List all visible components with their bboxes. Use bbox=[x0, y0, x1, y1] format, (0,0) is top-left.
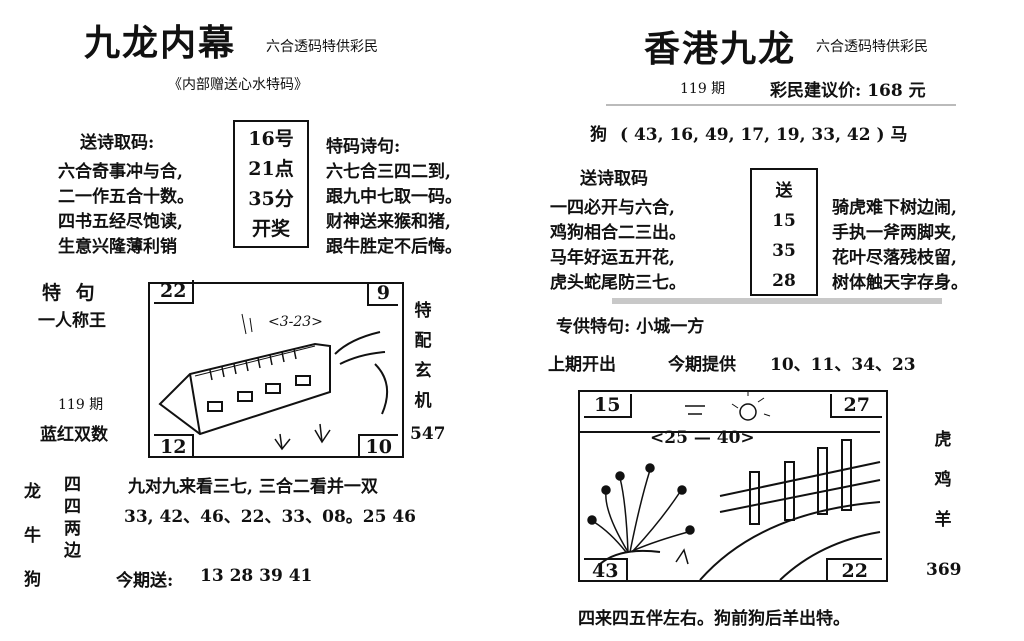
count-char: 四 bbox=[64, 475, 81, 495]
left-poem-line: 二一作五合十数。 bbox=[58, 187, 194, 207]
side-char: 特 bbox=[414, 301, 432, 321]
left-sketch: 22 9 12 10 <3-23> bbox=[148, 280, 404, 458]
right-dog-label: 狗 bbox=[590, 125, 607, 145]
left-special-poem: 六七合三四二到, 跟九中七取一码。 财神送来猴和猪, 跟牛胜定不后悔。 bbox=[326, 160, 462, 260]
right-poem2-line: 花叶尽落残枝留, bbox=[832, 248, 957, 268]
side-char: 玄 bbox=[414, 361, 432, 381]
right-send-box bbox=[750, 168, 818, 296]
draw-label: 开奖 bbox=[251, 218, 290, 240]
send-num: 35 bbox=[772, 241, 796, 261]
send-label: 送 bbox=[775, 181, 793, 201]
left-today-nums: 13 28 39 41 bbox=[200, 566, 313, 586]
zodiac: 虎 bbox=[934, 430, 952, 450]
left-today-label: 今期送: bbox=[116, 571, 174, 591]
right-poem: 一四必开与六合, 鸡狗相合二三出。 马年好运五开花, 虎头蛇尾防三七。 bbox=[550, 196, 686, 296]
send-num: 15 bbox=[772, 211, 796, 231]
left-inner-note: 《内部赠送心水特码》 bbox=[168, 77, 308, 93]
zodiac: 龙 bbox=[24, 482, 41, 502]
left-line1: 九对九来看三七, 三合二看并一双 bbox=[128, 477, 378, 497]
right-dog-nums: ( 43, 16, 49, 17, 19, 33, 42 ) 马 bbox=[620, 125, 908, 145]
left-poem-head: 送诗取码: bbox=[80, 133, 155, 153]
left-special-line: 跟牛胜定不后悔。 bbox=[326, 237, 462, 257]
left-side-vertical: 特 配 玄 机 bbox=[408, 296, 438, 416]
left-special-line: 财神送来猴和猪, bbox=[326, 212, 451, 232]
left-special-line: 六七合三四二到, bbox=[326, 162, 451, 182]
right-poem2: 骑虎难下树边闹, 手执一斧两脚夹, 花叶尽落残枝留, 树体触天字存身。 bbox=[832, 196, 968, 296]
left-color-pair: 蓝红双数 bbox=[40, 425, 108, 445]
right-footer: 四来四五伴左右。狗前狗后羊出特。 bbox=[578, 609, 850, 629]
draw-day: 16号 bbox=[248, 128, 294, 150]
sketch-corner-br: 10 bbox=[357, 434, 398, 458]
right-poem-line: 鸡狗相合二三出。 bbox=[550, 223, 686, 243]
right-title: 香港九龙 bbox=[644, 28, 797, 70]
left-special-head: 特码诗句: bbox=[326, 137, 401, 157]
smudge bbox=[612, 298, 942, 304]
right-poem-line: 一四必开与六合, bbox=[550, 198, 675, 218]
left-poem-line: 生意兴隆薄利销 bbox=[58, 237, 177, 257]
left-side-num: 547 bbox=[410, 424, 446, 444]
right-poem2-line: 手执一斧两脚夹, bbox=[832, 223, 957, 243]
left-poem-line: 六合奇事冲与合, bbox=[58, 162, 183, 182]
right-issue: 119 期 bbox=[680, 81, 726, 97]
right-price: 彩民建议价: 168 元 bbox=[770, 81, 926, 101]
left-subtitle: 六合透码特供彩民 bbox=[266, 39, 378, 55]
right-poem-line: 虎头蛇尾防三七。 bbox=[550, 273, 686, 293]
left-issue: 119 期 bbox=[58, 397, 104, 413]
right-send-text: 送 15 35 28 bbox=[752, 176, 816, 296]
right-this-label: 今期提供 bbox=[668, 355, 736, 375]
count-char: 两 bbox=[64, 519, 81, 539]
draw-hour: 21点 bbox=[248, 158, 294, 180]
right-sketch: 15 27 43 22 <25 — 40> bbox=[578, 390, 888, 582]
side-char: 配 bbox=[414, 331, 432, 351]
sketch-corner-bl: 12 bbox=[154, 434, 195, 458]
sketch-corner-tr: 9 bbox=[366, 282, 398, 306]
left-title: 九龙内幕 bbox=[84, 22, 237, 64]
side-char: 机 bbox=[414, 391, 432, 411]
left-phrase: 一人称王 bbox=[38, 311, 106, 331]
count-char: 边 bbox=[64, 541, 81, 561]
left-draw-time-box bbox=[233, 120, 309, 248]
right-this-nums: 10、11、34、23 bbox=[770, 355, 916, 375]
left-line2: 33, 42、46、22、33、08。25 46 bbox=[124, 507, 417, 527]
zodiac: 鸡 bbox=[934, 470, 952, 490]
count-char: 四 bbox=[64, 497, 81, 517]
right-special-phrase: 专供特句: 小城一方 bbox=[556, 317, 705, 337]
left-poem: 六合奇事冲与合, 二一作五合十数。 四书五经尽饱读, 生意兴隆薄利销 bbox=[58, 160, 194, 260]
sketch-corner-tr: 27 bbox=[829, 394, 882, 418]
right-last-label: 上期开出 bbox=[548, 355, 616, 375]
sketch-corner-br: 22 bbox=[825, 558, 882, 582]
right-side-num: 369 bbox=[926, 560, 962, 580]
left-count-col: 四 四 两 边 bbox=[64, 474, 81, 562]
right-subtitle: 六合透码特供彩民 bbox=[816, 39, 928, 55]
right-poem-head: 送诗取码 bbox=[580, 169, 648, 189]
draw-minute: 35分 bbox=[248, 188, 294, 210]
zodiac: 羊 bbox=[934, 510, 952, 530]
left-zodiac-col: 龙 牛 狗 bbox=[24, 470, 41, 602]
right-poem2-line: 树体触天字存身。 bbox=[832, 273, 968, 293]
left-draw-time-text: 16号 21点 35分 开奖 bbox=[233, 124, 309, 244]
right-poem2-line: 骑虎难下树边闹, bbox=[832, 198, 957, 218]
divider bbox=[606, 104, 956, 106]
left-poem-line: 四书五经尽饱读, bbox=[58, 212, 183, 232]
zodiac: 狗 bbox=[24, 570, 41, 590]
fence-drawing bbox=[580, 392, 881, 581]
house-drawing bbox=[158, 313, 389, 451]
sketch-corner-tl: 22 bbox=[154, 280, 195, 304]
right-side-zodiac: 虎 鸡 羊 bbox=[928, 420, 958, 540]
zodiac: 牛 bbox=[24, 526, 41, 546]
left-special-line: 跟九中七取一码。 bbox=[326, 187, 462, 207]
right-poem-line: 马年好运五开花, bbox=[550, 248, 675, 268]
send-num: 28 bbox=[772, 271, 796, 291]
sketch-corner-tl: 15 bbox=[584, 394, 633, 418]
left-phrase-head: 特 句 bbox=[42, 282, 99, 304]
sketch-range: <3-23> bbox=[268, 314, 323, 330]
